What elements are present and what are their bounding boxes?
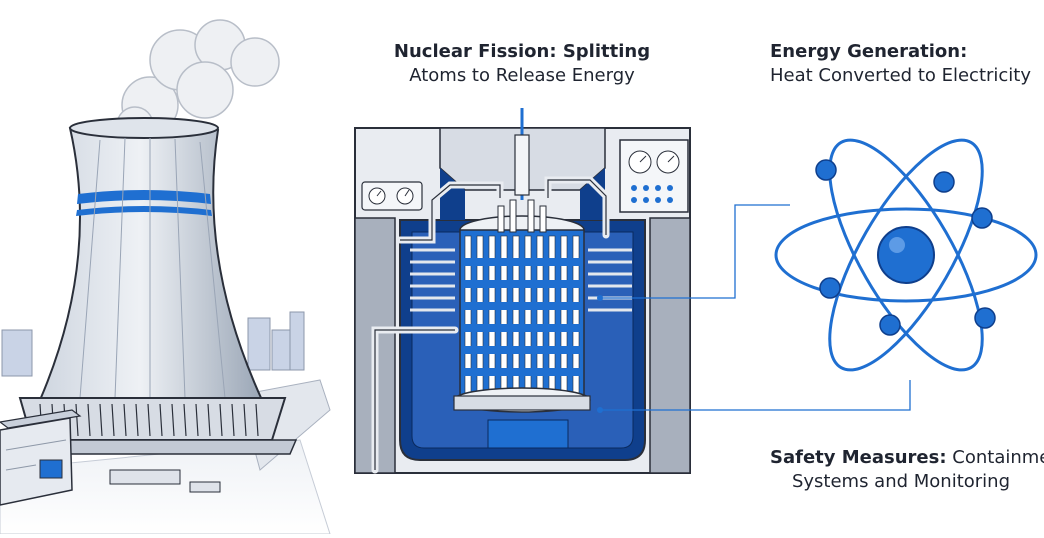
- energy-title: Energy Generation:: [770, 41, 968, 62]
- heat-exchanger-coils: [410, 248, 632, 312]
- background-buildings: [1, 311, 305, 377]
- fission-title: Nuclear Fission: Splitting: [393, 41, 651, 62]
- safety-subtitle: Systems and Monitoring: [791, 471, 1011, 492]
- control-panel-icon: [619, 139, 689, 213]
- reactor-core-icon: [453, 199, 591, 413]
- safety-title: Safety Measures:: [770, 447, 947, 468]
- steam-cloud-icon: [116, 19, 280, 144]
- energy-label: Energy Generation: Heat Converted to Ele…: [770, 40, 1031, 88]
- power-plant-scene: [0, 19, 331, 535]
- fission-subtitle: Atoms to Release Energy: [409, 65, 635, 86]
- gauge-icon: [361, 181, 423, 211]
- plant-building: [0, 409, 221, 506]
- cooling-tower-icon: [10, 117, 298, 455]
- reactor-diagram: [354, 108, 911, 474]
- energy-subtitle: Heat Converted to Electricity: [770, 65, 1032, 86]
- safety-label: Safety Measures: Containment Systems and…: [770, 446, 1044, 494]
- safety-title-rest: Containment: [952, 447, 1044, 468]
- atom-icon: [774, 138, 1038, 372]
